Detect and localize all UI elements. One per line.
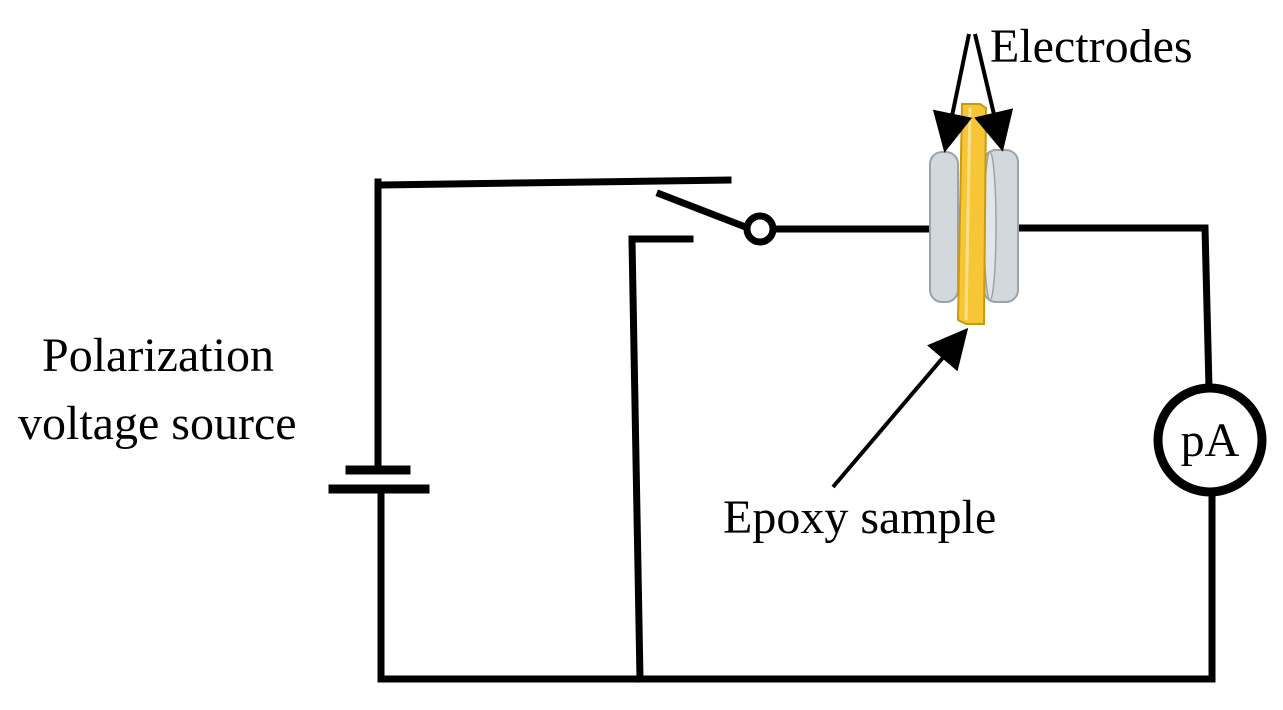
switch-blade — [655, 189, 753, 233]
electrode-arrow-right — [973, 33, 1014, 152]
wire-right — [1014, 224, 1213, 392]
source-label-line2: voltage source — [18, 397, 297, 450]
meter-label: pA — [1181, 414, 1240, 467]
electrodes-label: Electrodes — [990, 20, 1193, 73]
sample-arrow — [831, 327, 969, 489]
picoammeter — [1153, 383, 1267, 497]
top-left-wire — [374, 176, 732, 189]
left-electrode — [929, 151, 959, 303]
electrode-arrow-left — [932, 33, 973, 153]
epoxy-sample — [956, 103, 988, 325]
switch-ground-contact — [628, 235, 694, 683]
source-label-line1: Polarization — [42, 329, 274, 382]
switch-pivot — [743, 212, 777, 246]
sample-label: Epoxy sample — [723, 491, 996, 544]
